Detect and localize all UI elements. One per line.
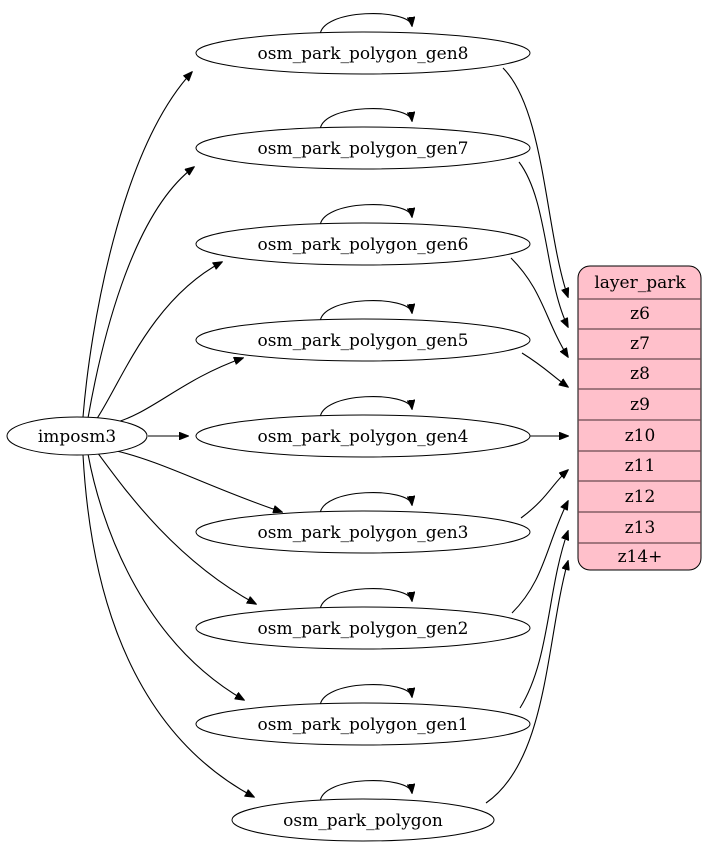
node-osm-park-polygon-gen6-label: osm_park_polygon_gen6 — [258, 235, 469, 255]
node-osm-park-polygon-gen5-label: osm_park_polygon_gen5 — [258, 331, 469, 351]
layer-park-row-z14plus[interactable]: z14+ — [618, 547, 663, 567]
edge-imposm3-to-gen6 — [95, 262, 222, 421]
layer-park-row-z11[interactable]: z11 — [625, 456, 656, 476]
edge-imposm3-to-gen8 — [82, 72, 192, 418]
node-osm-park-polygon-gen2-shape[interactable] — [195, 606, 531, 650]
self-loop-gen8 — [319, 13, 412, 37]
layer-park-table-body[interactable] — [577, 265, 702, 571]
node-osm-park-polygon-gen7-shape[interactable] — [195, 126, 531, 170]
node-imposm3-label: imposm3 — [38, 427, 116, 447]
edge-gen8-to-z6 — [502, 67, 568, 297]
node-osm-park-polygon-gen8[interactable]: osm_park_polygon_gen8 — [195, 31, 531, 75]
layer-park-row-z13[interactable]: z13 — [625, 518, 656, 538]
node-osm-park-polygon-gen2-label: osm_park_polygon_gen2 — [258, 619, 469, 639]
layer-park-row-z8[interactable]: z8 — [630, 364, 650, 384]
node-osm-park-polygon-gen3[interactable]: osm_park_polygon_gen3 — [195, 510, 531, 554]
self-loop-gen5 — [319, 300, 412, 324]
node-osm-park-polygon[interactable]: osm_park_polygon — [231, 798, 495, 842]
layer-park-header-label: layer_park — [594, 273, 686, 293]
node-osm-park-polygon-gen2[interactable]: osm_park_polygon_gen2 — [195, 606, 531, 650]
edge-gen5-to-z9 — [521, 352, 568, 387]
node-osm-park-polygon-gen5[interactable]: osm_park_polygon_gen5 — [195, 318, 531, 362]
node-osm-park-polygon-gen4-label: osm_park_polygon_gen4 — [258, 427, 469, 447]
self-loop-gen3 — [319, 492, 412, 516]
node-osm-park-polygon-gen3-shape[interactable] — [195, 510, 531, 554]
edge-imposm3-to-base — [82, 454, 254, 797]
node-osm-park-polygon-gen8-label: osm_park_polygon_gen8 — [258, 44, 469, 64]
node-imposm3[interactable]: imposm3 — [6, 416, 148, 456]
self-loop-gen6 — [319, 204, 412, 228]
edge-gen7-to-z7 — [518, 161, 568, 327]
layer-park-row-z9[interactable]: z9 — [630, 395, 650, 415]
layer-park-row-z7[interactable]: z7 — [630, 334, 650, 354]
edge-gen1-to-z13 — [519, 531, 568, 709]
node-osm-park-polygon-gen1-label: osm_park_polygon_gen1 — [258, 715, 469, 735]
layer-park-row-z12[interactable]: z12 — [625, 487, 656, 507]
node-osm-park-polygon-gen4[interactable]: osm_park_polygon_gen4 — [195, 414, 531, 458]
edge-imposm3-to-gen1 — [87, 453, 244, 700]
node-osm-park-polygon-shape[interactable] — [231, 798, 495, 842]
node-imposm3-shape[interactable] — [6, 416, 148, 456]
node-osm-park-polygon-label: osm_park_polygon — [283, 811, 443, 831]
layer-park-row-z6[interactable]: z6 — [630, 304, 650, 324]
edge-imposm3-to-gen2 — [96, 451, 256, 604]
edge-gen6-to-z8 — [510, 257, 568, 357]
layer-park-row-z10[interactable]: z10 — [625, 426, 656, 446]
node-osm-park-polygon-gen4-shape[interactable] — [195, 414, 531, 458]
node-osm-park-polygon-gen7-label: osm_park_polygon_gen7 — [258, 139, 469, 159]
self-loop-gen7 — [319, 108, 412, 132]
self-loop-base — [319, 780, 412, 804]
node-osm-park-polygon-gen7[interactable]: osm_park_polygon_gen7 — [195, 126, 531, 170]
edge-imposm3-to-gen7 — [87, 167, 194, 419]
node-layer-park-table[interactable]: layer_park z6 z7 z8 z9 z10 z11 z12 z13 z… — [577, 265, 702, 571]
table-edge-group — [485, 67, 568, 804]
self-loop-gen2 — [319, 588, 412, 612]
edge-gen2-to-z12 — [511, 501, 568, 614]
node-osm-park-polygon-gen1-shape[interactable] — [195, 702, 531, 746]
node-osm-park-polygon-gen6[interactable]: osm_park_polygon_gen6 — [195, 222, 531, 266]
edge-imposm3-to-gen3 — [111, 449, 282, 512]
node-osm-park-polygon-gen5-shape[interactable] — [195, 318, 531, 362]
edge-imposm3-to-gen5 — [109, 358, 243, 425]
self-loop-gen1 — [319, 684, 412, 708]
node-osm-park-polygon-gen8-shape[interactable] — [195, 31, 531, 75]
self-loop-gen4 — [319, 396, 412, 420]
edge-base-to-z14 — [485, 561, 568, 804]
node-osm-park-polygon-gen1[interactable]: osm_park_polygon_gen1 — [195, 702, 531, 746]
node-osm-park-polygon-gen6-shape[interactable] — [195, 222, 531, 266]
source-edge-group — [82, 72, 282, 797]
node-osm-park-polygon-gen3-label: osm_park_polygon_gen3 — [258, 523, 469, 543]
self-loop-group — [319, 13, 412, 804]
edge-gen3-to-z11 — [520, 470, 568, 519]
